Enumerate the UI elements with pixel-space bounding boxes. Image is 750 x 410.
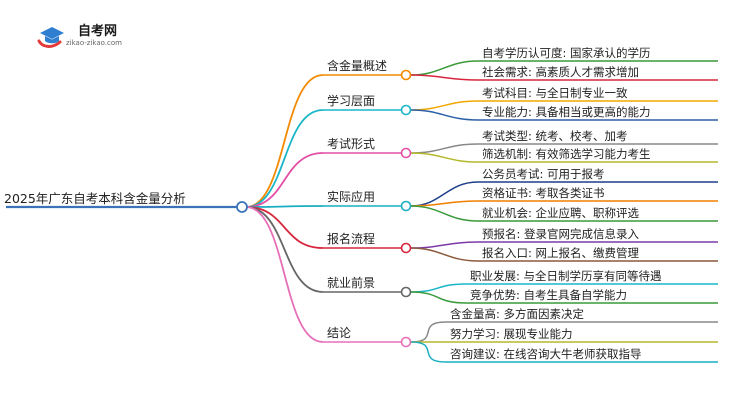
site-logo[interactable]: 自考网 zikao-zikao.com [36,18,146,52]
leaf-connector [410,152,479,163]
branch-connector [245,206,324,343]
leaf-connector [410,247,479,262]
leaf-connector [410,241,479,249]
branch-connector [245,205,324,208]
branch-connector [245,152,324,208]
leaf-label: 公务员考试: 可用于报考 [482,167,605,181]
branch-label: 含金量概述 [327,58,387,73]
branch-node-dot[interactable] [400,336,412,348]
leaf-label: 职业发展: 与全日制学历享有同等待遇 [470,269,662,283]
branch-node-dot[interactable] [400,147,412,159]
leaf-label: 考试类型: 统考、校考、加考 [482,129,628,143]
branch-node-dot[interactable] [400,286,412,298]
branch-connector [245,206,324,293]
leaf-label: 就业机会: 企业应聘、职称评选 [482,206,640,220]
leaf-connector [410,205,479,222]
leaf-label: 咨询建议: 在线咨询大牛老师获取指导 [450,347,642,361]
leaf-connector [410,100,479,111]
graduation-cap-icon [37,27,64,48]
leaf-label: 努力学习: 展现专业能力 [450,327,573,341]
branch-connector [245,74,324,208]
leaf-label: 竞争优势: 自考生具备自学能力 [470,288,627,302]
leaf-label: 预报名: 登录官网完成信息录入 [482,227,640,241]
leaf-connector [410,143,479,154]
leaf-connector [410,291,467,304]
branch-node-dot[interactable] [400,104,412,116]
mind-map-nodes: 2025年广东自考本科含金量分析 含金量概述 自考学历认可度: 国家承认的学历社会需… [4,46,662,361]
logo-url: zikao-zikao.com [66,39,122,47]
leaf-label: 含金量高: 多方面因素决定 [450,307,585,321]
branch-label: 结论 [327,326,351,340]
leaf-connector [410,200,479,207]
branch-label: 实际应用 [327,189,375,204]
connector-lines [6,60,718,363]
branch-label: 学习层面 [327,93,375,108]
branch-node-dot[interactable] [400,69,412,81]
leaf-connector [410,321,447,343]
leaf-label: 筛选机制: 有效筛选学习能力考生 [482,147,651,161]
leaf-connector [410,60,479,76]
leaf-label: 自考学历认可度: 国家承认的学历 [482,46,651,60]
branch-label: 报名流程 [327,231,375,246]
leaf-connector [410,74,479,81]
root-node-dot[interactable] [236,201,248,213]
logo-title: 自考网 [78,24,118,39]
leaf-connector [410,341,447,363]
branch-label: 考试形式 [327,136,375,151]
branch-connector [245,109,324,208]
leaf-label: 报名入口: 网上报名、缴费管理 [482,246,640,260]
leaf-label: 考试科目: 与全日制专业一致 [482,86,628,100]
branch-label: 就业前景 [327,275,375,290]
branch-node-dot[interactable] [400,242,412,254]
leaf-connector [410,283,467,293]
branch-node-dot[interactable] [400,200,412,212]
leaf-connector [410,181,479,207]
leaf-label: 社会需求: 高素质人才需求增加 [482,65,639,79]
leaf-label: 专业能力: 具备相当或更高的能力 [482,105,651,119]
leaf-label: 资格证书: 考取各类证书 [482,186,605,200]
branch-connector [245,206,324,249]
leaf-connector [410,109,479,121]
root-label: 2025年广东自考本科含金量分析 [4,191,186,206]
